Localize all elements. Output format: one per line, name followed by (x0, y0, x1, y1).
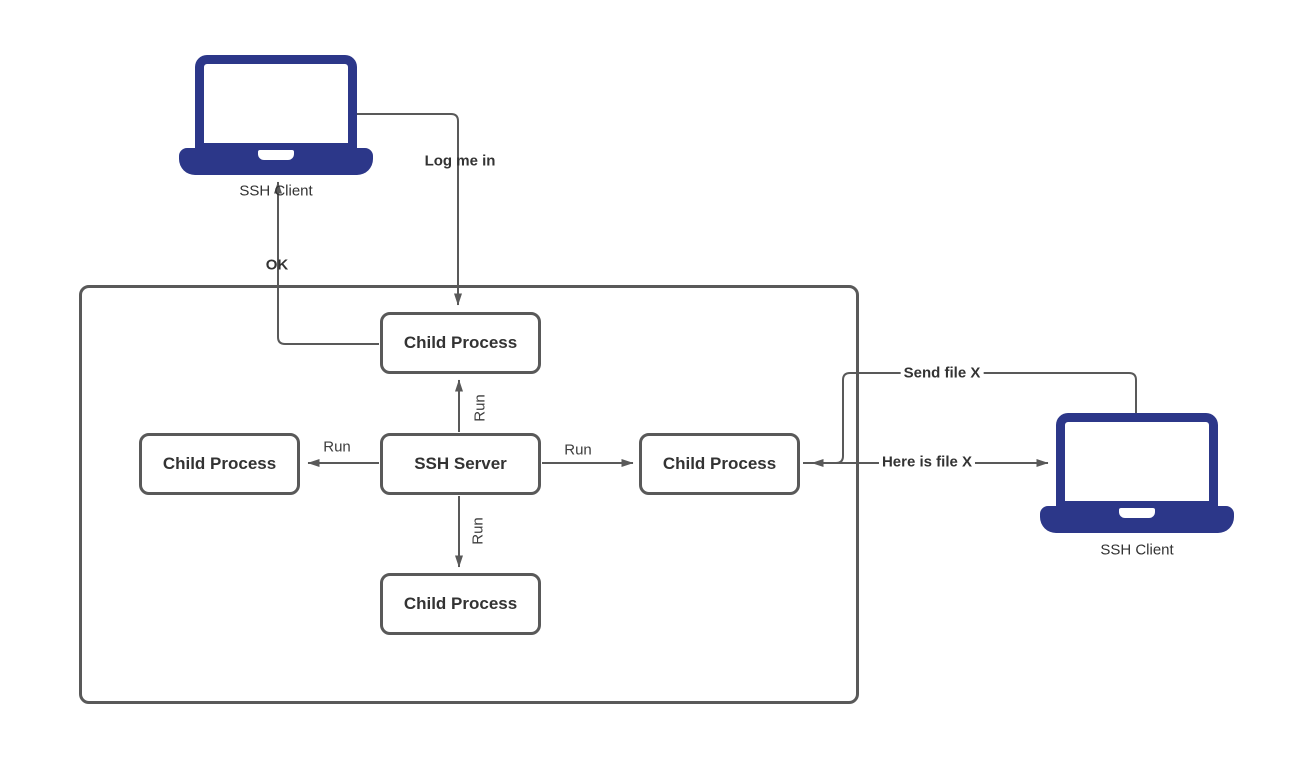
edge-label-ok: OK (265, 256, 289, 274)
node-child-process-right: Child Process (639, 433, 800, 495)
server-boundary-box (79, 285, 859, 704)
node-label: Child Process (662, 454, 777, 473)
laptop-notch (258, 150, 294, 160)
laptop-icon (1040, 413, 1234, 534)
ssh-client-right-label: SSH Client (1100, 541, 1174, 559)
laptop-icon (179, 55, 373, 176)
node-label: Child Process (403, 594, 518, 613)
edge-label-send-file-x: Send file X (900, 364, 984, 382)
edge-label-run-up: Run (471, 394, 489, 422)
edge-label-log-me-in: Log me in (424, 152, 496, 170)
node-label: SSH Server (414, 454, 507, 473)
node-child-process-top: Child Process (380, 312, 541, 374)
node-child-process-left: Child Process (139, 433, 300, 495)
edge-label-here-is-file-x: Here is file X (878, 453, 976, 471)
laptop-notch (1119, 508, 1155, 518)
edge-send-file-x (811, 372, 1137, 467)
node-label: Child Process (403, 333, 518, 352)
node-label: Child Process (162, 454, 277, 473)
edge-ok (274, 181, 379, 345)
edge-label-run-right: Run (564, 441, 592, 459)
node-ssh-server: SSH Server (380, 433, 541, 495)
edge-label-run-left: Run (323, 438, 351, 456)
node-child-process-bottom: Child Process (380, 573, 541, 635)
edge-log-me-in (357, 113, 462, 306)
edge-label-run-down: Run (469, 517, 487, 545)
laptop-screen (195, 55, 357, 152)
laptop-screen (1056, 413, 1218, 510)
ssh-client-left-label: SSH Client (239, 182, 313, 200)
